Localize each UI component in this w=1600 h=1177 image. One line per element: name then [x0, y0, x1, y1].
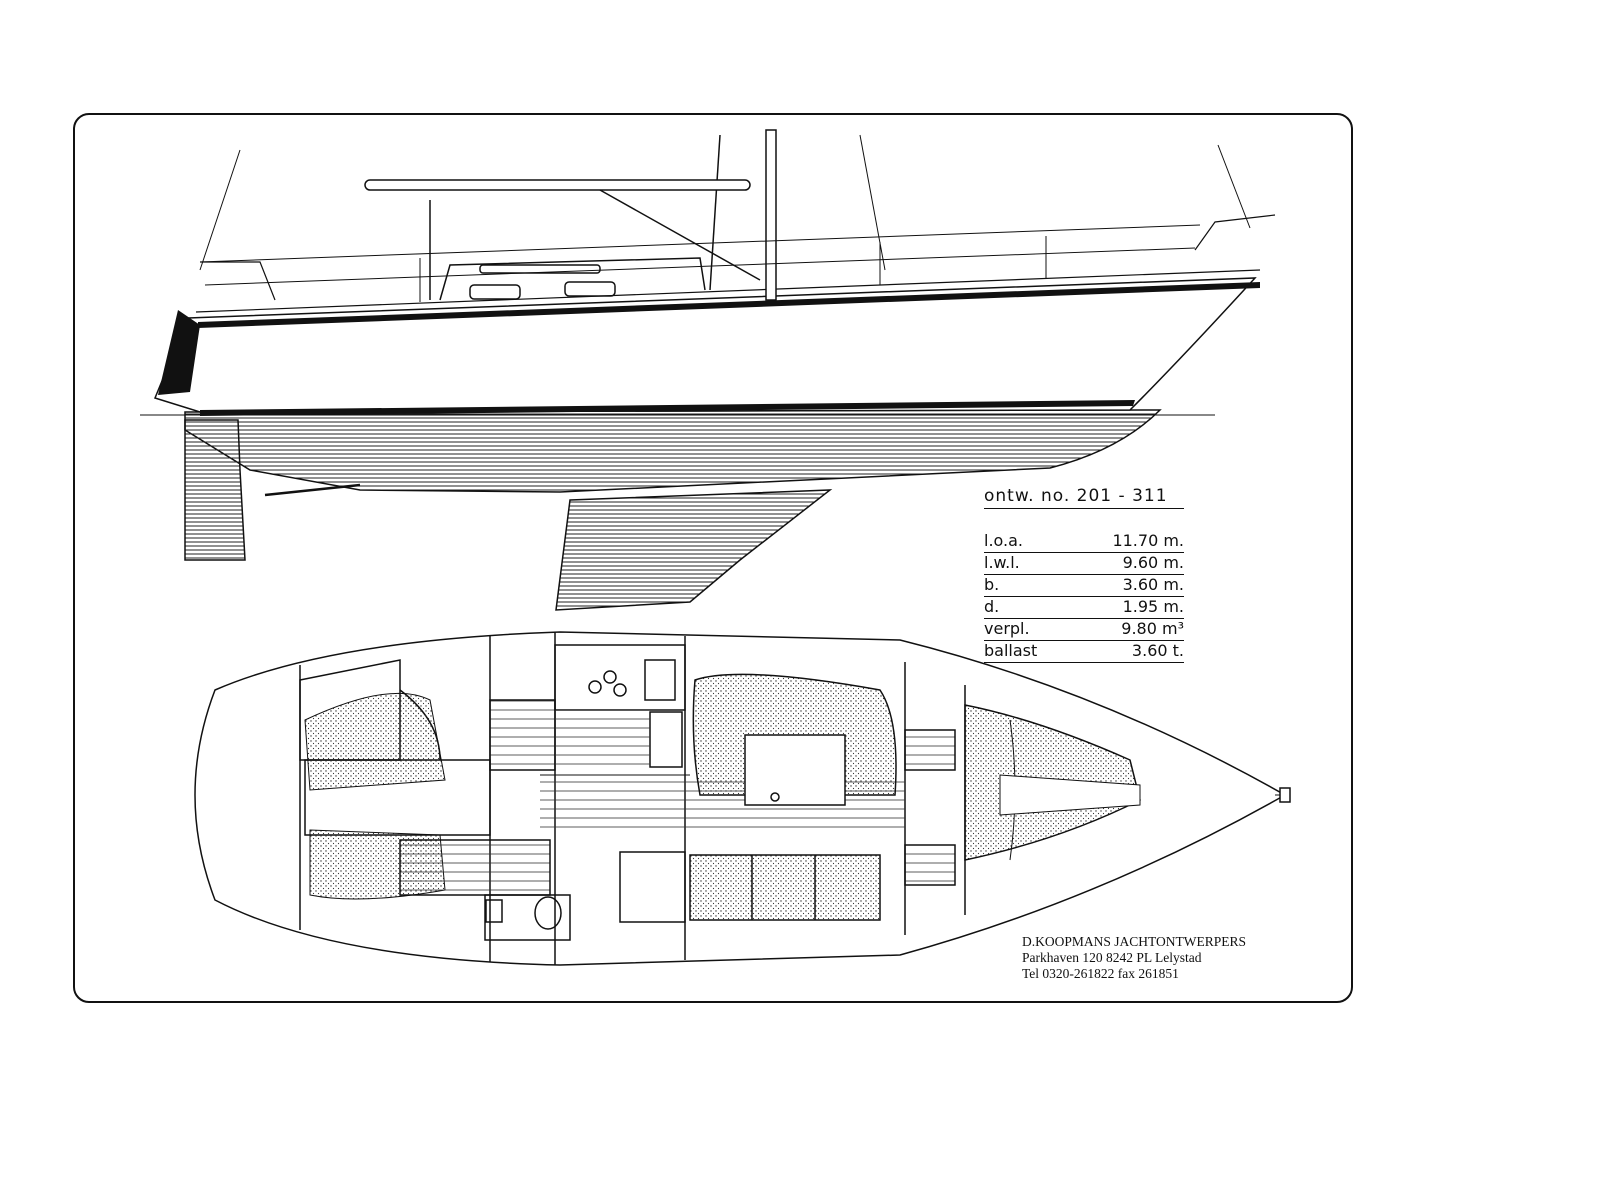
mast	[765, 129, 777, 301]
stern-pulpit	[200, 261, 276, 301]
spec-row-beam: b. 3.60 m.	[984, 575, 1184, 597]
shroud	[859, 134, 886, 271]
saloon-table	[744, 734, 846, 806]
specifications-table: ontw. no. 201 - 311 l.o.a. 11.70 m. l.w.…	[984, 486, 1184, 663]
accommodation-plan	[194, 631, 1291, 966]
boom	[364, 179, 751, 191]
design-number: ontw. no. 201 - 311	[984, 486, 1184, 509]
backstay	[199, 149, 241, 271]
spec-row-displacement: verpl. 9.80 m³	[984, 619, 1184, 641]
rudder	[184, 419, 246, 561]
designer-name: D.KOOPMANS JACHTONTWERPERS	[1022, 934, 1247, 949]
spec-value: 3.60 m.	[1122, 575, 1184, 594]
spec-value: 3.60 t.	[1131, 641, 1184, 660]
spec-value: 9.80 m³	[1121, 619, 1184, 638]
designer-block: D.KOOPMANS JACHTONTWERPERS Parkhaven 120…	[1022, 934, 1246, 982]
boot-stripe	[200, 400, 1135, 416]
spec-row-draft: d. 1.95 m.	[984, 597, 1184, 619]
rubbing-strake	[198, 282, 1260, 328]
porthole-1	[469, 284, 521, 300]
stern-transom	[158, 310, 200, 395]
spec-value: 11.70 m.	[1112, 531, 1184, 550]
spec-label: l.o.a.	[984, 531, 1024, 550]
forestay	[1217, 144, 1251, 229]
designer-address: Parkhaven 120 8242 PL Lelystad	[1022, 950, 1202, 965]
spec-label: b.	[984, 575, 1000, 594]
spec-value: 9.60 m.	[1122, 553, 1184, 572]
spec-label: verpl.	[984, 619, 1030, 638]
spec-row-loa: l.o.a. 11.70 m.	[984, 531, 1184, 553]
forestay-inner	[709, 134, 721, 291]
vang	[599, 189, 761, 281]
spec-label: l.w.l.	[984, 553, 1020, 572]
starboard-settee	[689, 854, 881, 921]
chart-table	[619, 851, 686, 923]
sink	[644, 659, 676, 701]
drawing-frame	[73, 113, 1353, 1003]
keel	[555, 489, 833, 611]
porthole-2	[564, 281, 616, 297]
topsides	[153, 277, 1257, 413]
underwater-hull	[184, 409, 1162, 493]
spec-row-ballast: ballast 3.60 t.	[984, 641, 1184, 663]
spec-value: 1.95 m.	[1122, 597, 1184, 616]
lifeline	[199, 224, 1201, 263]
cabin-roof	[439, 257, 706, 301]
heads	[484, 894, 571, 941]
aft-berth-1	[304, 692, 446, 791]
side-profile	[140, 129, 1276, 611]
toilet	[534, 896, 562, 930]
spec-row-lwl: l.w.l. 9.60 m.	[984, 553, 1184, 575]
spec-label: d.	[984, 597, 1000, 616]
spec-label: ballast	[984, 641, 1038, 660]
propeller-shaft	[264, 483, 361, 497]
bow-pulpit	[1194, 214, 1276, 251]
designer-contact: Tel 0320-261822 fax 261851	[1022, 966, 1179, 981]
